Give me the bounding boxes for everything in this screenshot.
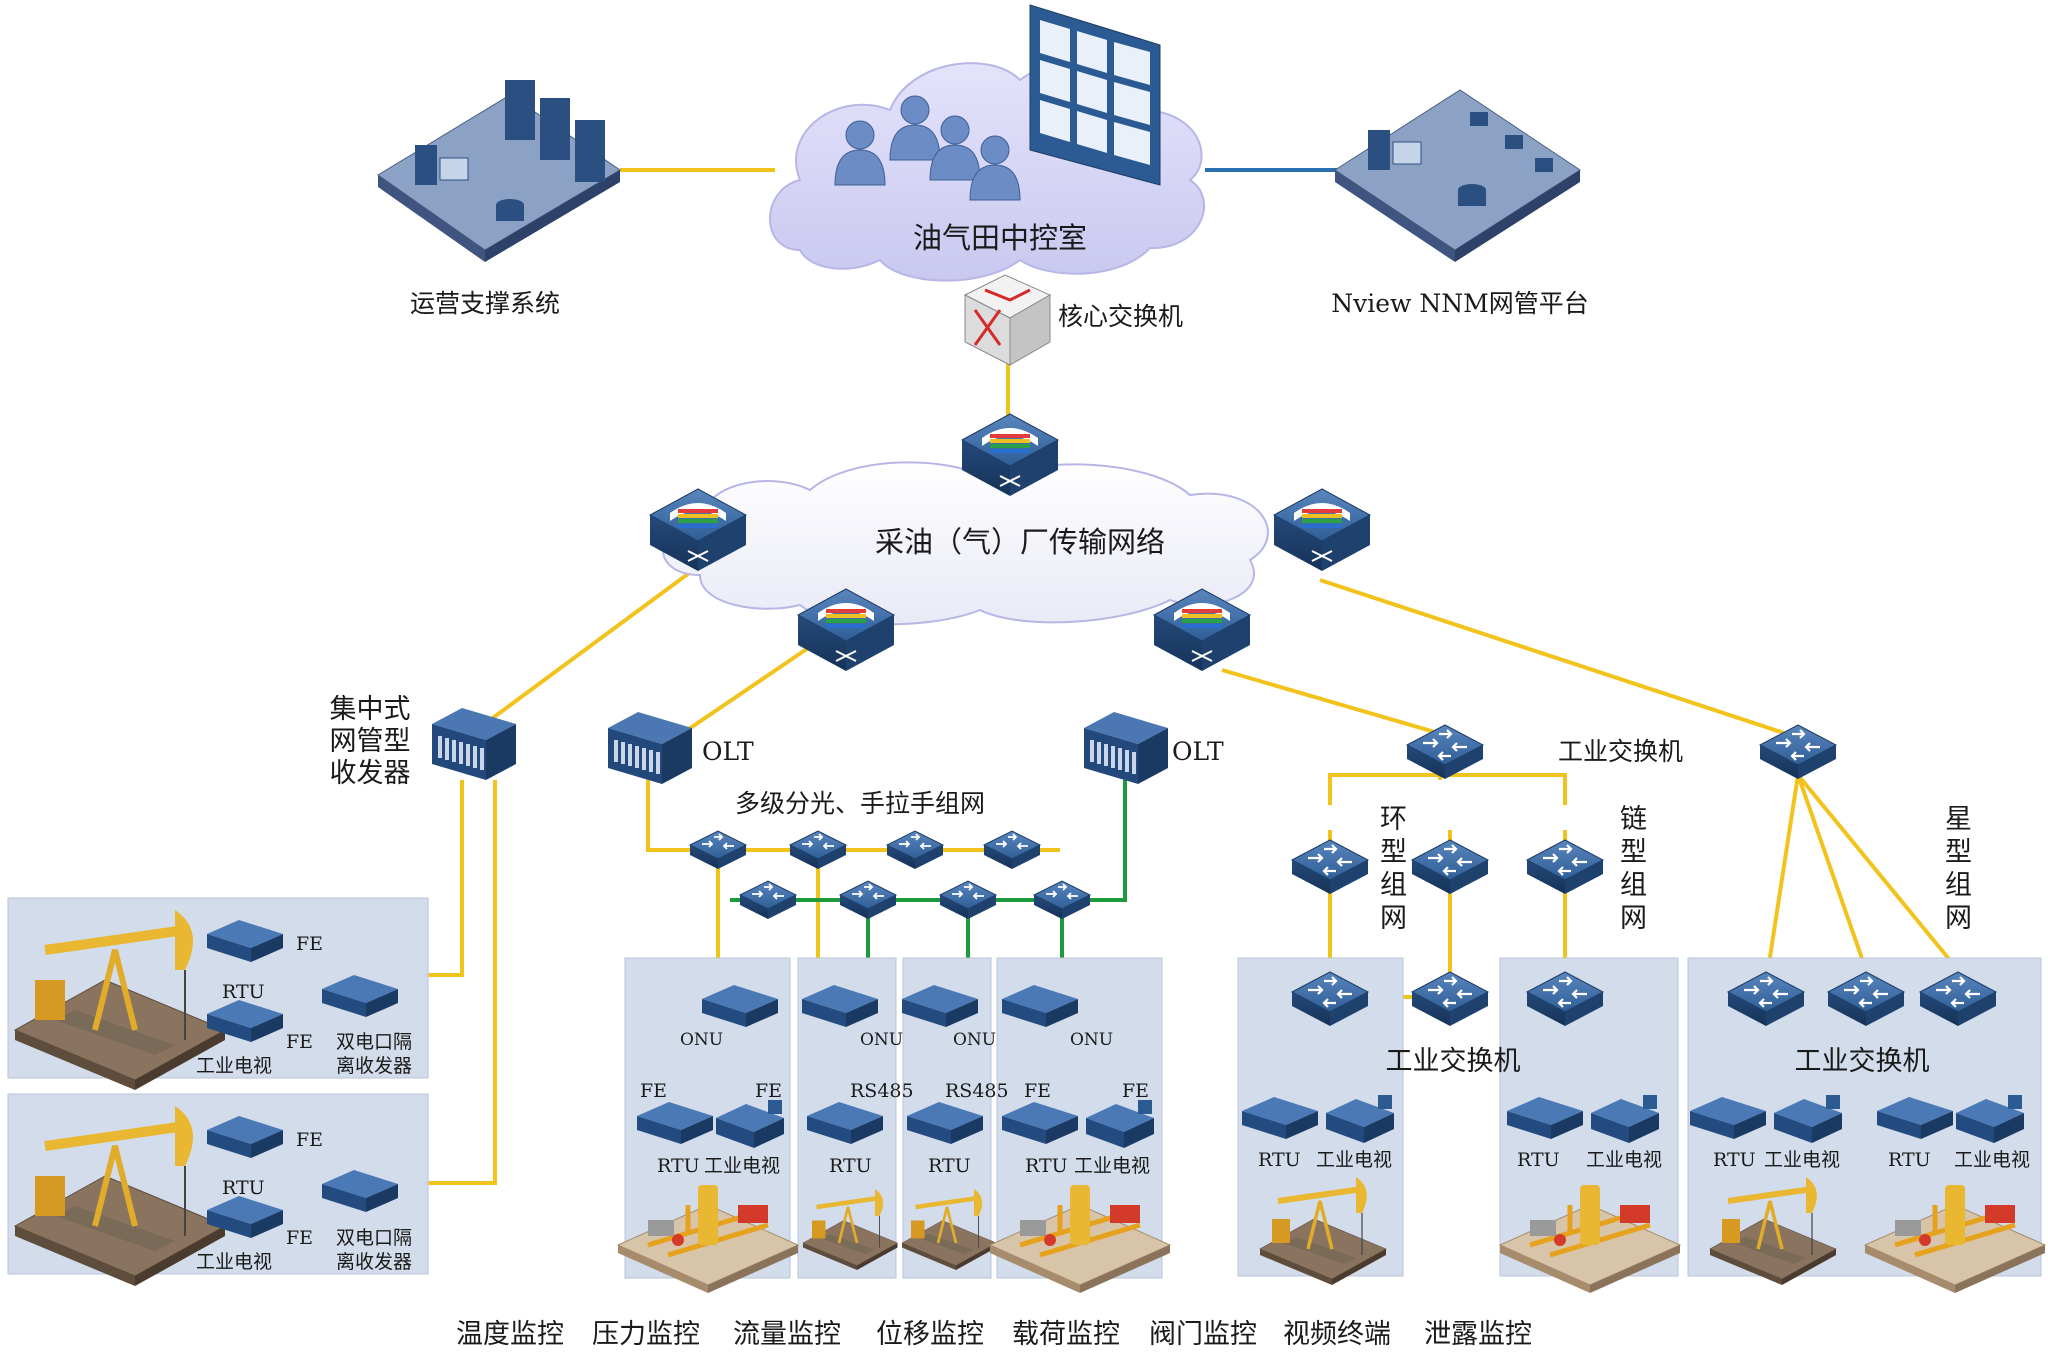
- centralized-transceiver-icon: [432, 708, 516, 780]
- industrial-switch-label: 工业交换机: [1386, 1046, 1521, 1077]
- tv-label: 工业电视: [1586, 1149, 1662, 1171]
- monitoring-displacement: 位移监控: [876, 1319, 984, 1350]
- rtu-label: RTU: [222, 1177, 265, 1199]
- tv-label: 工业电视: [1764, 1149, 1840, 1171]
- splitter-network-label: 多级分光、手拉手组网: [735, 789, 985, 818]
- chain-topology-char-3: 组: [1620, 870, 1647, 901]
- rtu-label: RTU: [1713, 1149, 1756, 1171]
- fe-label: FE: [286, 1227, 313, 1249]
- star-topology-char-4: 网: [1945, 903, 1972, 934]
- industrial-switch-label: 工业交换机: [1795, 1046, 1930, 1077]
- splitter-icon: [983, 830, 1041, 870]
- fe-label: FE: [1024, 1080, 1051, 1102]
- centralized-transceiver-label-3: 收发器: [330, 758, 411, 789]
- splitter-icon: [789, 830, 847, 870]
- transport-node-right: [1273, 488, 1371, 572]
- fe-label: FE: [296, 933, 323, 955]
- control-room-label: 油气田中控室: [913, 221, 1087, 255]
- core-switch-label: 核心交换机: [1058, 302, 1183, 331]
- chain-topology-char-2: 型: [1620, 837, 1647, 868]
- monitoring-load: 载荷监控: [1012, 1319, 1120, 1350]
- onu-label: ONU: [1070, 1030, 1113, 1050]
- fe-label: FE: [296, 1129, 323, 1151]
- chain-topology-char-1: 链: [1620, 804, 1647, 835]
- dual-transceiver-label-1: 双电口隔: [336, 1031, 412, 1053]
- rs485-label: RS485: [945, 1080, 1009, 1102]
- ring-topology-char-2: 型: [1380, 837, 1407, 868]
- ring-topology-char-3: 组: [1380, 870, 1407, 901]
- monitoring-flow: 流量监控: [733, 1319, 841, 1350]
- monitoring-leak: 泄露监控: [1424, 1319, 1532, 1350]
- splitter-icon: [886, 830, 944, 870]
- fe-label: FE: [640, 1080, 667, 1102]
- olt-right-icon: [1084, 712, 1168, 784]
- olt-left-icon: [608, 712, 692, 784]
- ops-support-system-icon: [377, 80, 621, 262]
- splitter-icon: [939, 880, 997, 920]
- monitoring-temperature: 温度监控: [456, 1319, 564, 1350]
- monitoring-valve: 阀门监控: [1149, 1319, 1257, 1350]
- onu-label: ONU: [860, 1030, 903, 1050]
- dual-transceiver-label-2: 离收发器: [336, 1251, 412, 1273]
- olt-right-label: OLT: [1172, 737, 1224, 766]
- star-topology-char-1: 星: [1945, 804, 1972, 835]
- centralized-transceiver-label-1: 集中式: [330, 694, 411, 725]
- rs485-label: RS485: [850, 1080, 914, 1102]
- onu-label: ONU: [680, 1030, 723, 1050]
- industrial-switch-icon: [1290, 838, 1370, 896]
- tv-label: 工业电视: [196, 1055, 272, 1077]
- industrial-switch-star-icon: [1758, 723, 1838, 781]
- rtu-label: RTU: [1517, 1149, 1560, 1171]
- ring-topology-char-4: 网: [1380, 903, 1407, 934]
- industrial-switch-icon: [1410, 970, 1490, 1028]
- tv-label: 工业电视: [196, 1251, 272, 1273]
- dual-transceiver-label-1: 双电口隔: [336, 1227, 412, 1249]
- fe-label: FE: [286, 1031, 313, 1053]
- splitter-icon: [689, 830, 747, 870]
- monitoring-types: 温度监控 压力监控 流量监控 位移监控 载荷监控 阀门监控 视频终端 泄露监控: [456, 1319, 1532, 1350]
- monitoring-video: 视频终端: [1283, 1319, 1391, 1350]
- fe-label: FE: [1122, 1080, 1149, 1102]
- rtu-label: RTU: [657, 1155, 700, 1177]
- ring-topology-char-1: 环: [1380, 804, 1407, 835]
- rtu-label: RTU: [1258, 1149, 1301, 1171]
- tv-label: 工业电视: [1074, 1155, 1150, 1177]
- control-room-cloud: 油气田中控室: [769, 4, 1206, 282]
- star-topology-char-3: 组: [1945, 870, 1972, 901]
- industrial-switch-main-icon: [1405, 723, 1485, 781]
- centralized-transceiver-label-2: 网管型: [330, 726, 411, 757]
- splitter-icon: [739, 880, 797, 920]
- rtu-label: RTU: [829, 1155, 872, 1177]
- industrial-switch-icon: [1525, 838, 1605, 896]
- industrial-switch-icon: [1410, 838, 1490, 896]
- fe-label: FE: [755, 1080, 782, 1102]
- rtu-label: RTU: [1025, 1155, 1068, 1177]
- star-topology-char-2: 型: [1945, 837, 1972, 868]
- nms-platform-label: Nview NNM网管平台: [1331, 289, 1588, 318]
- ops-support-system-label: 运营支撑系统: [410, 289, 560, 318]
- transport-network-cloud: 采油（气）厂传输网络: [662, 461, 1269, 626]
- monitoring-pressure: 压力监控: [592, 1319, 700, 1350]
- rtu-label: RTU: [928, 1155, 971, 1177]
- industrial-switch-main-label: 工业交换机: [1558, 737, 1683, 766]
- chain-topology-char-4: 网: [1620, 903, 1647, 934]
- core-switch-icon: [963, 274, 1052, 366]
- rtu-label: RTU: [1888, 1149, 1931, 1171]
- splitter-icon: [839, 880, 897, 920]
- tv-label: 工业电视: [1954, 1149, 2030, 1171]
- transport-network-label: 采油（气）厂传输网络: [875, 525, 1165, 559]
- tv-label: 工业电视: [1316, 1149, 1392, 1171]
- dual-transceiver-label-2: 离收发器: [336, 1055, 412, 1077]
- rtu-label: RTU: [222, 981, 265, 1003]
- onu-label: ONU: [953, 1030, 996, 1050]
- olt-left-label: OLT: [702, 737, 754, 766]
- tv-label: 工业电视: [704, 1155, 780, 1177]
- operators-icon: [834, 95, 1021, 201]
- video-wall-icon: [1029, 4, 1161, 186]
- splitter-icon: [1033, 880, 1091, 920]
- nms-platform-icon: [1334, 89, 1581, 262]
